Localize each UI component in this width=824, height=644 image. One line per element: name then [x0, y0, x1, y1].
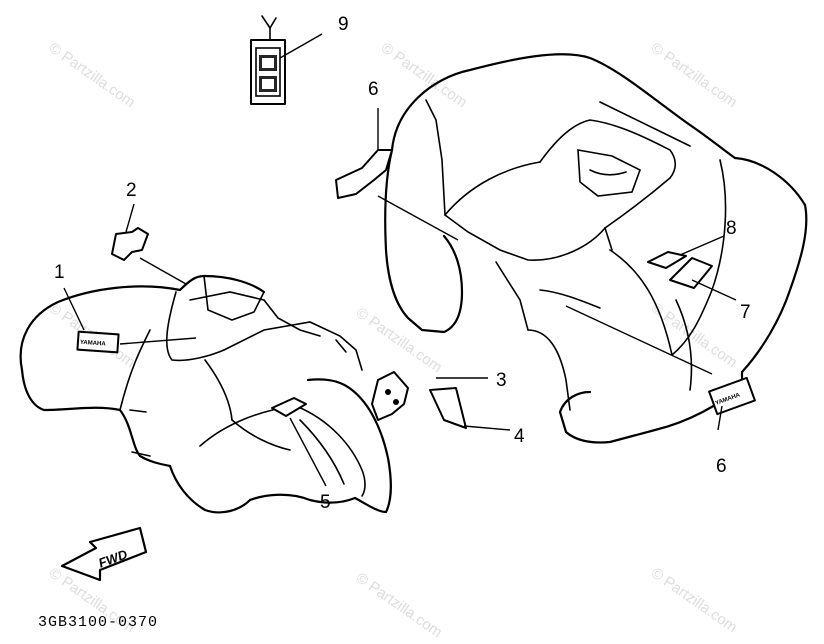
emblem-text: YAMAHA: [80, 340, 107, 348]
watermark: © Partzilla.com: [648, 564, 741, 636]
decal-part-3: [371, 371, 409, 421]
watermark: © Partzilla.com: [353, 304, 446, 376]
callout-3: 3: [496, 370, 507, 391]
fwd-label: FWD: [96, 546, 130, 570]
decal-part-5: [271, 397, 307, 417]
leader-lines: [63, 33, 737, 487]
decal-part-4: [429, 387, 467, 429]
rear-fender: [384, 53, 808, 444]
decal-part-2: [111, 227, 149, 261]
callout-1: 1: [54, 262, 65, 283]
watermark: © Partzilla.com: [353, 569, 446, 641]
decal-part-6-upper: [335, 149, 393, 199]
callout-4: 4: [514, 426, 525, 447]
front-fender: [19, 274, 392, 514]
watermarks: © Partzilla.com © Partzilla.com © Partzi…: [46, 39, 741, 641]
callout-8: 8: [726, 218, 737, 239]
callout-5: 5: [320, 492, 331, 513]
watermark: © Partzilla.com: [648, 299, 741, 371]
callouts: 9 6 2 1 8 7 3 4 5 6: [54, 14, 751, 513]
watermark: © Partzilla.com: [378, 39, 471, 111]
watermark: © Partzilla.com: [648, 39, 741, 111]
decal-part-8: [647, 251, 687, 269]
callout-7: 7: [740, 302, 751, 323]
emblem-part-1: YAMAHA: [76, 330, 120, 354]
part-code: 3GB3100-0370: [38, 614, 158, 631]
decal-part-7: [669, 257, 713, 289]
callout-6-upper: 6: [368, 79, 379, 100]
callout-6-lower: 6: [716, 456, 727, 477]
warning-tag: [250, 15, 286, 105]
watermark: © Partzilla.com: [46, 39, 139, 111]
callout-9: 9: [338, 14, 349, 35]
decal-part-6-lower: YAMAHA: [708, 376, 756, 416]
fwd-arrow: FWD: [60, 526, 148, 582]
callout-2: 2: [126, 180, 137, 201]
